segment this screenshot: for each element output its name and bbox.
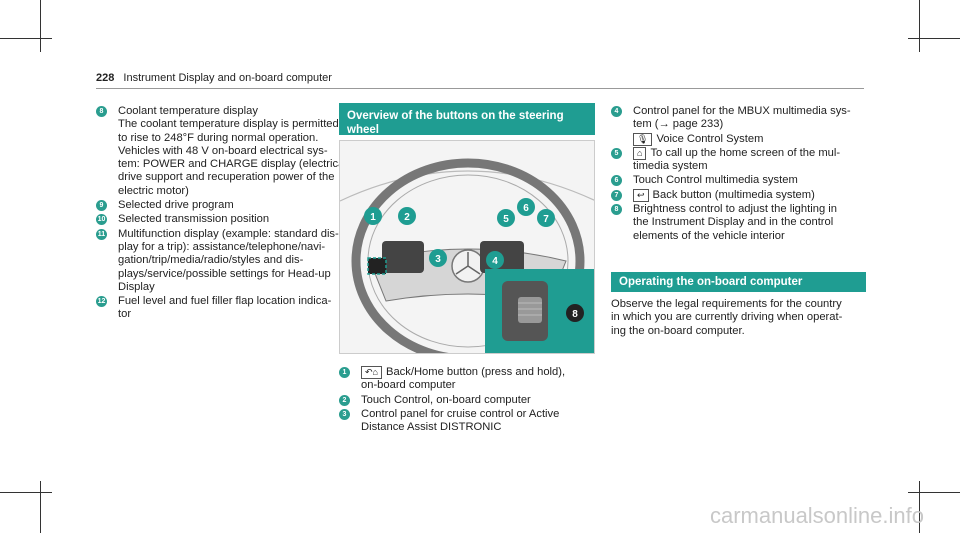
crop-mark: [0, 38, 52, 39]
item-text-line: ⌂To call up the home screen of the mul-: [633, 146, 866, 160]
item-text-line: Distance Assist DISTRONIC: [361, 421, 502, 434]
middle-column: 1 ↶⌂Back/Home button (press and hold),on-…: [339, 366, 595, 435]
operating-paragraph: Observe the legal requirements for the c…: [611, 298, 866, 338]
legend-item: 1 ↶⌂Back/Home button (press and hold),on-…: [339, 366, 595, 393]
item-number-badge: 7: [611, 189, 622, 201]
legend-item: 8 Brightness control to adjust the lighti…: [611, 203, 866, 243]
crop-mark: [919, 481, 920, 533]
item-number-badge: 6: [611, 175, 622, 187]
figure-label-4: 4: [492, 256, 498, 267]
figure-label-2: 2: [404, 212, 410, 223]
item-number-badge: 11: [96, 228, 107, 240]
paragraph-line: ing the on-board computer.: [611, 324, 745, 337]
legend-item: 9 Selected drive program: [96, 199, 331, 212]
item-text-line: tem: POWER and CHARGE display (electrica…: [118, 158, 347, 171]
crop-mark: [919, 0, 920, 52]
crop-mark: [908, 492, 960, 493]
paragraph-line: Observe the legal requirements for the c…: [611, 298, 842, 310]
item-text-line: electric motor): [118, 184, 189, 197]
legend-item: 12 Fuel level and fuel filler flap locati…: [96, 295, 331, 322]
header-divider: [96, 88, 864, 89]
item-number-badge: 10: [96, 214, 107, 226]
item-text-line: timedia system: [633, 160, 708, 173]
item-text-line: Fuel level and fuel filler flap location…: [118, 295, 332, 308]
legend-item: 6 Touch Control multimedia system: [611, 174, 866, 187]
right-legend-list: 4 Control panel for the MBUX multimedia s…: [611, 105, 866, 243]
item-text-line: Coolant temperature display: [118, 105, 258, 117]
item-text-line: tem (→ page 233): [633, 118, 724, 131]
figure-label-8: 8: [572, 309, 578, 320]
paragraph-line: in which you are currently driving when …: [611, 311, 843, 324]
button-symbol-icon: ↩: [633, 188, 649, 202]
item-text-line: Brightness control to adjust the lightin…: [633, 203, 837, 216]
item-number-badge: 8: [611, 204, 622, 216]
item-text-line: play for a trip): assistance/telephone/n…: [118, 240, 326, 253]
button-symbol-icon: ↶⌂: [361, 366, 382, 379]
item-text-line: to rise to 248°F during normal operation…: [118, 131, 319, 144]
item-number-badge: 5: [611, 147, 622, 159]
item-text-line: 🎙Voice Control System: [633, 132, 866, 146]
figure-label-6: 6: [523, 203, 529, 214]
item-text-line: elements of the vehicle interior: [633, 229, 785, 242]
item-number-badge: 2: [339, 394, 350, 406]
item-text-line: The coolant temperature display is permi…: [118, 118, 339, 131]
page-number: 228: [96, 72, 115, 84]
item-text-line: the Instrument Display and in the contro…: [633, 216, 834, 229]
legend-item: 10 Selected transmission position: [96, 213, 331, 226]
steering-wheel-figure: 1 2 3 4 5 6 7 8: [339, 140, 595, 354]
item-text-line: gation/trip/media/radio/styles and dis-: [118, 254, 304, 267]
item-number-badge: 8: [96, 106, 107, 117]
legend-item: 7 ↩Back button (multimedia system): [611, 188, 866, 202]
figure-label-7: 7: [543, 214, 549, 225]
item-text-line: Vehicles with 48 V on-board electrical s…: [118, 144, 328, 157]
item-text-line: Control panel for the MBUX multimedia sy…: [633, 105, 851, 117]
item-text-line: ↩Back button (multimedia system): [633, 188, 866, 202]
item-text-line: Touch Control multimedia system: [633, 174, 798, 187]
figure-label-3: 3: [435, 254, 441, 265]
item-text-line: drive support and recuperation power of …: [118, 171, 335, 184]
item-text-line: Multifunction display (example: standard…: [118, 227, 339, 240]
figure-label-5: 5: [503, 214, 509, 225]
item-text-line: Selected drive program: [118, 199, 234, 212]
item-number-badge: 4: [611, 106, 622, 117]
item-text-line: Touch Control, on-board computer: [361, 393, 531, 406]
item-text-line: on-board computer: [361, 379, 456, 392]
item-text-line: tor: [118, 308, 132, 321]
legend-item: 3 Control panel for cruise control or Act…: [339, 408, 595, 435]
figure-label-1: 1: [370, 212, 376, 223]
item-number-badge: 3: [339, 408, 350, 420]
crop-mark: [0, 492, 52, 493]
page-header-title: Instrument Display and on-board computer: [123, 72, 332, 84]
crop-mark: [40, 481, 41, 533]
steering-wheel-illustration: 1 2 3 4 5 6 7 8: [340, 141, 594, 353]
section-heading-steering-wheel: Overview of the buttons on the steering …: [339, 103, 595, 136]
item-text-line: ↶⌂Back/Home button (press and hold),: [361, 366, 595, 379]
legend-item: 11 Multifunction display (example: standa…: [96, 227, 339, 294]
crop-mark: [908, 38, 960, 39]
item-number-badge: 12: [96, 296, 107, 308]
item-text-line: Control panel for cruise control or Acti…: [361, 407, 560, 420]
legend-item: 4 Control panel for the MBUX multimedia s…: [611, 105, 866, 132]
legend-item: 5 ⌂To call up the home screen of the mul-…: [611, 146, 866, 174]
button-symbol-icon: 🎙: [633, 132, 653, 146]
button-symbol-icon: ⌂: [633, 146, 647, 160]
middle-legend-list: 1 ↶⌂Back/Home button (press and hold),on-…: [339, 366, 595, 434]
section-heading-operating: Operating the on-board computer: [611, 272, 866, 292]
item-text-line: plays/service/possible settings for Head…: [118, 267, 331, 280]
crop-mark: [40, 0, 41, 52]
legend-item: 🎙Voice Control System: [611, 132, 866, 146]
watermark: carmanualsonline.info: [709, 503, 924, 528]
legend-item: 2 Touch Control, on-board computer: [339, 394, 595, 407]
item-number-badge: 9: [96, 200, 107, 212]
right-column: 4 Control panel for the MBUX multimedia s…: [611, 105, 866, 244]
item-text-line: Display: [118, 280, 155, 293]
item-text-line: Selected transmission position: [118, 213, 270, 226]
page-header: 228 Instrument Display and on-board comp…: [96, 72, 332, 84]
item-number-badge: 1: [339, 367, 350, 378]
